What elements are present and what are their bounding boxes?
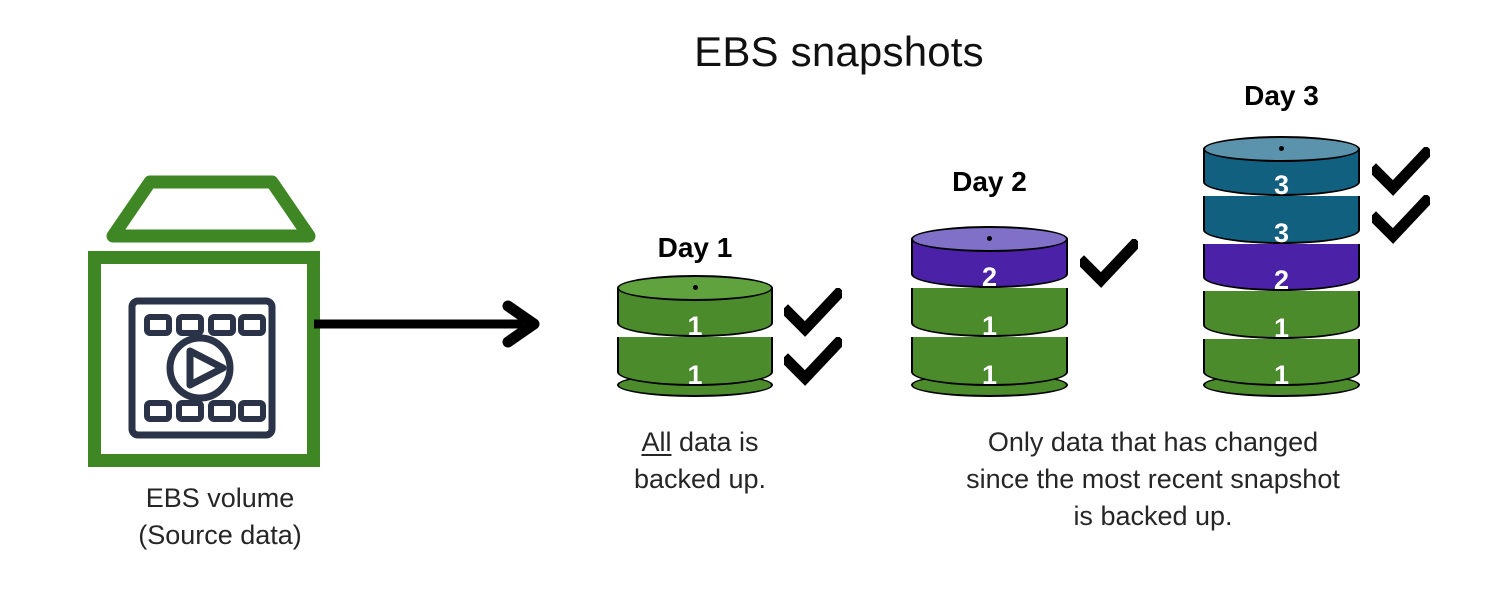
incremental-caption-line3: is backed up.: [1073, 501, 1233, 531]
snapshot-block-value: 1: [1273, 312, 1290, 343]
snapshot-block: 1: [911, 288, 1068, 341]
incremental-caption-line1: Only data that has changed: [987, 427, 1319, 457]
stack-label: Day 1: [657, 232, 733, 263]
cylinder-top-dot: [692, 285, 698, 290]
source-caption-line2: (Source data): [138, 520, 302, 550]
incremental-caption: Only data that has changed since the mos…: [880, 424, 1426, 535]
checkmark-icon: [784, 287, 842, 337]
checkmark-icon: [1372, 147, 1430, 197]
ebs-volume-body: [88, 251, 320, 467]
cylinder: 3 3 2 1 1: [1203, 135, 1360, 397]
stack-label: Day 3: [1244, 80, 1319, 111]
ebs-volume-lid-icon: [106, 175, 316, 243]
snapshot-block-value: 1: [687, 359, 703, 390]
flow-arrow-right-icon: [314, 300, 540, 348]
snapshot-block: 2: [1203, 243, 1360, 296]
snapshot-block-value: 1: [981, 310, 998, 341]
film-strip-icon: [128, 297, 276, 439]
snapshot-block-value: 1: [687, 310, 703, 341]
checkmark-icon: [784, 336, 842, 386]
day1-caption-line1: All data is: [600, 424, 800, 461]
day1-caption: All data is backed up.: [600, 424, 800, 498]
snapshot-block: 1: [911, 337, 1068, 390]
source-caption-line1: EBS volume: [145, 483, 295, 513]
cylinder-top-dot: [987, 236, 992, 241]
cylinder: 2 1 1: [911, 226, 1068, 397]
snapshot-block-value: 2: [981, 261, 998, 292]
snapshot-stack-day-3: Day 3 3 3 2 1 1: [1203, 80, 1360, 416]
snapshot-block-value: 1: [1273, 360, 1290, 391]
snapshot-block-value: 3: [1273, 170, 1290, 201]
snapshot-block-value: 1: [981, 359, 998, 390]
snapshot-stack-day-2: Day 2 2 1 1: [911, 166, 1068, 416]
ebs-volume-icon: [88, 175, 334, 475]
incremental-caption-line2: since the most recent snapshot: [966, 464, 1340, 494]
cylinder-top-dot: [1279, 145, 1284, 151]
source-caption: EBS volume (Source data): [60, 480, 380, 554]
snapshot-block-value: 3: [1273, 217, 1290, 248]
snapshot-block: 1: [1203, 338, 1360, 391]
checkmark-icon: [1080, 238, 1138, 288]
snapshot-block: 3: [1203, 196, 1360, 248]
snapshot-block: 1: [617, 337, 773, 390]
cylinder-top-cap: [1203, 135, 1360, 162]
page-title: EBS snapshots: [694, 28, 984, 75]
checkmark-icon: [1372, 194, 1430, 244]
stack-label: Day 2: [952, 166, 1027, 197]
day1-caption-rest: data is: [671, 427, 759, 457]
snapshot-block-value: 2: [1273, 265, 1290, 296]
snapshot-block: 1: [1203, 291, 1360, 343]
day1-caption-emphasis: All: [641, 427, 672, 457]
day1-caption-line2: backed up.: [633, 464, 767, 494]
